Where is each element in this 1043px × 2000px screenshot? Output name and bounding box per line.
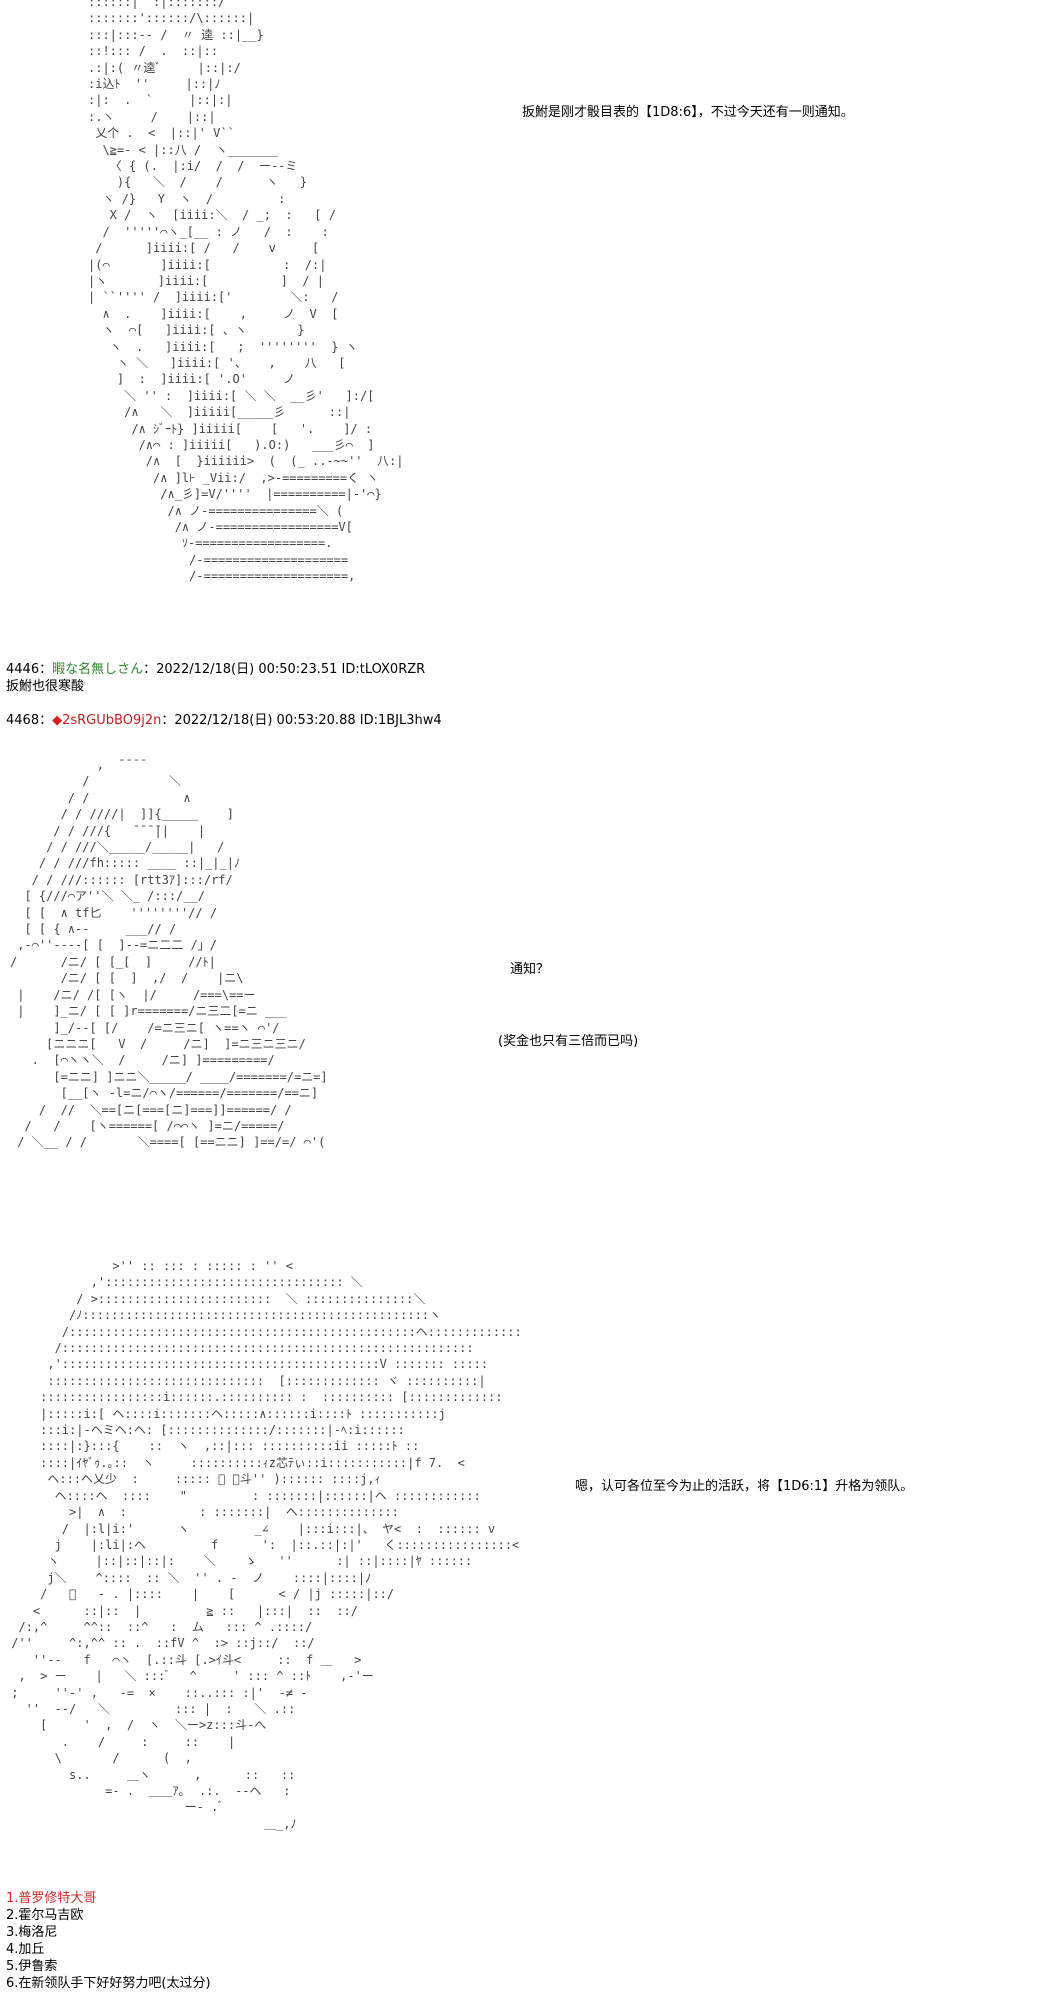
post-message-promotion: 嗯，认可各位至今为止的活跃，将【1D6:1】升格为领队。 [575,1479,914,1494]
ascii-art-portrait-3: >'' :: ::: : ::::: : '' < ,'::::::::::::… [11,1259,522,1831]
post-datetime-id: ：2022/12/18(日) 00:53:20.88 ID:1BJL3hw4 [161,713,442,728]
list-item: 2.霍尔马吉欧 [6,1908,84,1923]
candidate-list: 1.普罗修特大哥 2.霍尔马吉欧 3.梅洛尼 4.加丘 5.伊鲁索 6.在新领队… [6,1890,211,1992]
list-item: 4.加丘 [6,1942,45,1957]
poster-name[interactable]: 暇な名無しさん [52,662,144,677]
list-item: 3.梅洛尼 [6,1925,58,1940]
post-message-notice: 通知？ [510,962,550,977]
poster-name[interactable]: 2sRGUbBO9j2n [62,713,162,728]
post-number[interactable]: 4468 [6,713,40,728]
post-datetime-id: ：2022/12/18(日) 00:50:23.51 ID:tLOX0RZR [143,662,426,677]
ascii-art-portrait-1: ::::::| :|:::::::/ :::::::'::::::/\:::::… [88,0,404,584]
trip-diamond-icon: ◆ [52,713,63,728]
list-item: 6.在新领队手下好好努力吧(太过分) [6,1976,211,1991]
post-body-4446: 扳鮒也很寒酸 [6,679,85,694]
post-header-4446: 4446：暇な名無しさん：2022/12/18(日) 00:50:23.51 I… [6,661,425,678]
post-separator: ： [39,713,53,728]
list-item: 1.普罗修特大哥 [6,1891,97,1906]
list-item: 5.伊鲁索 [6,1959,58,1974]
post-separator: ： [39,662,53,677]
post-message-bonus: (奖金也只有三倍而已吗) [498,1034,639,1049]
post-message-roll: 扳鮒是刚才骰目表的【1D8:6】，不过今天还有一则通知。 [522,105,854,120]
post-header-4468: 4468：◆2sRGUbBO9j2n：2022/12/18(日) 00:53:2… [6,712,442,729]
ascii-art-portrait-2: , ̄ ̄ ̄ ̄ / ＼ / / ∧ / / ////| ]]{_____ ]… [10,758,328,1150]
post-number[interactable]: 4446 [6,662,40,677]
